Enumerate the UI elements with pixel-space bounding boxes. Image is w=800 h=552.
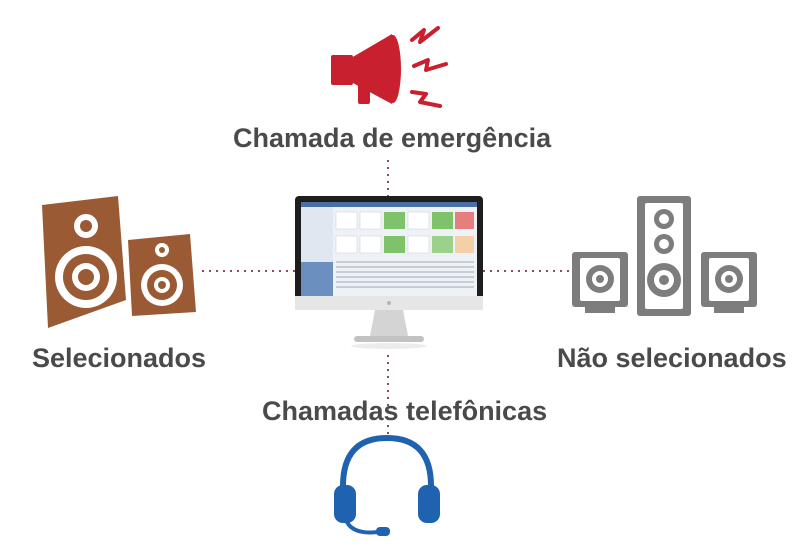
speakers-gray-icon — [572, 196, 757, 316]
label-phone-calls: Chamadas telefônicas — [262, 396, 548, 426]
computer-monitor-icon — [295, 196, 483, 349]
speakers-brown-icon — [42, 196, 196, 328]
headset-icon — [334, 434, 440, 536]
dashboard-list — [336, 261, 474, 288]
connector-lines — [202, 160, 572, 440]
megaphone-icon — [331, 26, 448, 108]
label-selected: Selecionados — [32, 343, 207, 373]
label-unselected: Não selecionados — [557, 343, 787, 373]
label-emergency-call: Chamada de emergência — [233, 123, 552, 153]
dashboard-tiles — [335, 211, 474, 254]
